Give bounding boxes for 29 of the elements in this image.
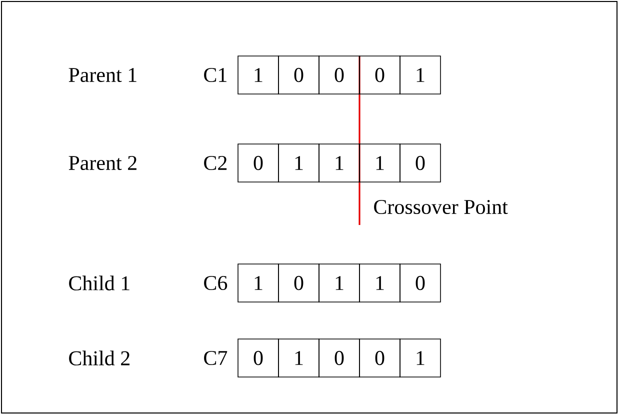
chromosome-label: C6 (204, 276, 228, 290)
bit-cell: 1 (278, 144, 320, 182)
bit-cell: 1 (238, 264, 279, 302)
bit-cell: 0 (238, 338, 279, 378)
bit-cell: 0 (400, 144, 441, 182)
bit-cell: 1 (318, 264, 360, 302)
bit-cell: 1 (278, 338, 320, 378)
chromosome-label: C2 (204, 156, 227, 170)
row-label: Child 2 (69, 350, 130, 366)
bit-cell: 0 (359, 338, 400, 378)
bit-cell: 0 (318, 338, 360, 378)
row-label: Child 1 (69, 276, 130, 290)
chromosome-label: C7 (204, 350, 228, 366)
bit-cell: 0 (278, 264, 320, 302)
bit-cell: 1 (318, 144, 360, 182)
bit-cell: 0 (359, 56, 400, 94)
row-label: Parent 2 (68, 156, 136, 170)
bit-cell: 1 (359, 264, 400, 302)
bit-cell: 0 (400, 264, 441, 302)
bit-cell: 0 (278, 56, 320, 94)
bit-cell: 0 (238, 144, 279, 182)
bit-cell: 1 (238, 56, 279, 94)
chromosome-label: C1 (204, 68, 226, 82)
bit-cell: 1 (400, 56, 441, 94)
bit-cell: 1 (400, 338, 441, 378)
bit-cell: 1 (359, 144, 400, 182)
row-label: Parent 1 (68, 68, 136, 82)
bit-cell: 0 (318, 56, 360, 94)
crossover-label: Crossover Point (374, 200, 508, 214)
